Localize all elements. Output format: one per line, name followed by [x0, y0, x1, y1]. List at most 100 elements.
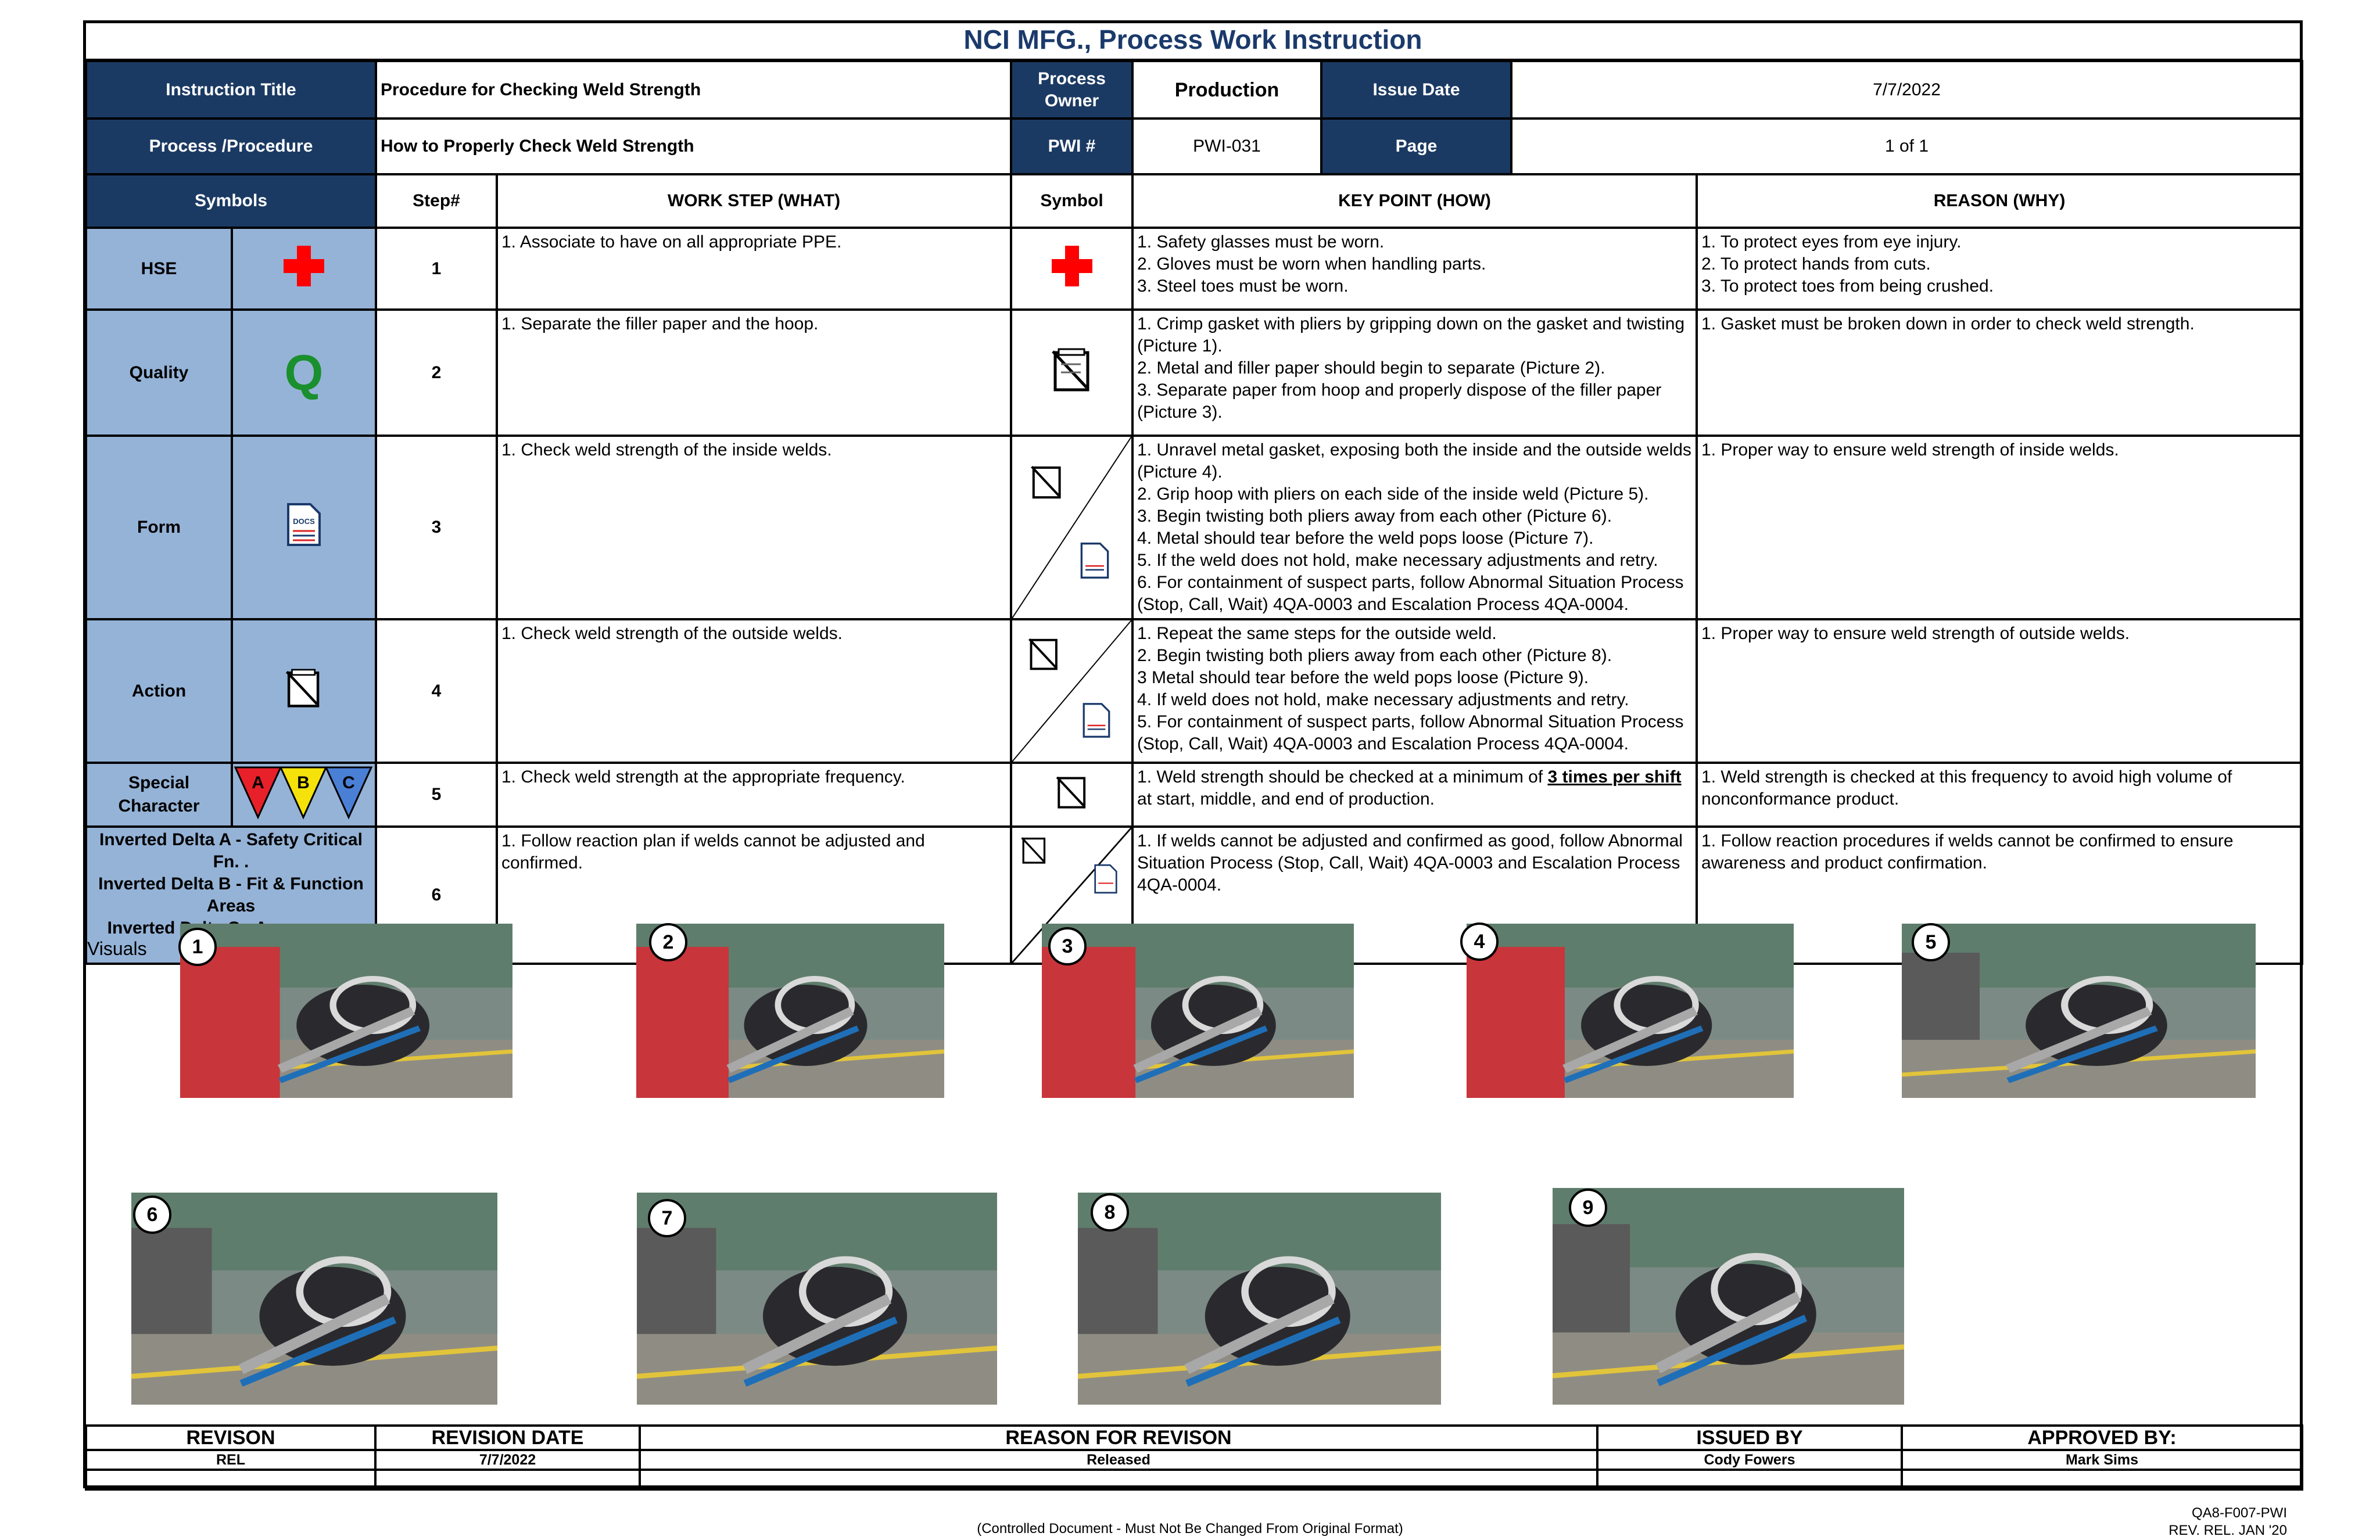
key-point-line: 1. Safety glasses must be worn. — [1137, 232, 1385, 252]
picture-number-badge: 8 — [1091, 1193, 1129, 1232]
pwi-label: PWI # — [1010, 117, 1134, 175]
q-icon: Q — [284, 344, 324, 401]
key-point-line: 2. Metal and filler paper should begin t… — [1137, 358, 1605, 378]
reason-header: REASON (WHY) — [1696, 173, 2304, 229]
picture-number-badge: 3 — [1048, 927, 1087, 965]
pwi-number: PWI-031 — [1131, 117, 1323, 175]
instruction-title-label: Instruction Title — [85, 60, 377, 120]
revision-empty-cell — [1596, 1469, 1903, 1491]
step-row: Special Character A B C 5 1. Check weld … — [85, 762, 2304, 828]
key-point-line: 3. Separate paper from hoop and properly… — [1137, 380, 1662, 422]
hse-symbol — [231, 227, 377, 311]
quality-label: Quality — [85, 308, 233, 437]
page-number: 1 of 1 — [1510, 117, 2304, 175]
page-label: Page — [1320, 117, 1513, 175]
step-symbol — [1010, 308, 1134, 437]
action-symbol — [231, 618, 377, 764]
reason: 1. Gasket must be broken down in order t… — [1696, 308, 2304, 437]
docs-icon: DOCS — [287, 503, 321, 546]
picture-number-badge: 6 — [133, 1196, 171, 1234]
visual-photo — [1078, 1193, 1441, 1405]
step-symbol — [1010, 227, 1134, 311]
visual-photo — [1902, 924, 2256, 1098]
issued-by-value: Cody Fowers — [1596, 1449, 1903, 1471]
visual-photo — [1467, 924, 1794, 1098]
key-point-line: 1. If welds cannot be adjusted and confi… — [1137, 831, 1683, 895]
picture-number-badge: 2 — [649, 923, 687, 961]
reason-line: 2. To protect hands from cuts. — [1701, 254, 1931, 274]
key-point-text: at start, middle, and end of production. — [1137, 789, 1435, 809]
quality-symbol: Q — [231, 308, 377, 437]
key-point-line: 1. Crimp gasket with pliers by gripping … — [1137, 314, 1685, 356]
docs-icon — [1080, 542, 1109, 579]
document-title: NCI MFG., Process Work Instruction — [83, 20, 2303, 61]
reason-line: 1. Weld strength is checked at this freq… — [1701, 767, 2232, 809]
key-point: 1. Repeat the same steps for the outside… — [1131, 618, 1698, 764]
process-label: Process /Procedure — [85, 117, 377, 175]
visual-photo — [180, 924, 512, 1098]
key-point-header: KEY POINT (HOW) — [1131, 173, 1698, 229]
work-step: 1. Check weld strength of the inside wel… — [495, 435, 1013, 620]
docs-icon — [1083, 703, 1110, 738]
reason-line: 1. To protect eyes from eye injury. — [1701, 232, 1962, 252]
reason-line: 1. Gasket must be broken down in order t… — [1701, 314, 2195, 333]
action-icon — [1028, 638, 1058, 670]
form-symbol: DOCS — [231, 435, 377, 620]
step-header: Step# — [375, 173, 498, 229]
controlled-document-note: (Controlled Document - Must Not Be Chang… — [977, 1521, 1403, 1537]
reason-line: 3. To protect toes from being crushed. — [1701, 277, 1994, 296]
action-icon — [1031, 466, 1061, 499]
frequency-highlight: 3 times per shift — [1547, 767, 1682, 787]
instruction-title: Procedure for Checking Weld Strength — [374, 60, 1013, 120]
revision-empty-cell — [374, 1469, 641, 1491]
key-point-line: 3 Metal should tear before the weld pops… — [1137, 668, 1589, 687]
process-owner: Production — [1131, 60, 1323, 120]
revision-date-value: 7/7/2022 — [374, 1449, 641, 1471]
key-point-line: 2. Grip hoop with pliers on each side of… — [1137, 484, 1649, 504]
delta-b-label: B — [297, 773, 310, 792]
hse-label: HSE — [85, 227, 233, 311]
work-step: 1. Check weld strength of the outside we… — [495, 618, 1013, 764]
work-step: 1. Check weld strength at the appropriat… — [495, 762, 1013, 828]
action-icon — [1021, 837, 1046, 864]
special-character-label: Special Character — [85, 762, 233, 828]
special-character-symbol: A B C — [231, 762, 377, 828]
reason-line: 1. Follow reaction procedures if welds c… — [1701, 831, 2234, 873]
reason-line: 1. Proper way to ensure weld strength of… — [1701, 440, 2119, 460]
visual-photo — [636, 924, 944, 1098]
key-point-line: 1. Unravel metal gasket, exposing both t… — [1137, 440, 1691, 482]
step-number: 3 — [375, 435, 498, 620]
revision-empty-cell — [639, 1469, 1598, 1491]
visual-photo — [1042, 924, 1354, 1098]
key-point-line: 2. Begin twisting both pliers away from … — [1137, 646, 1612, 665]
visual-photo — [637, 1193, 997, 1405]
step-symbol — [1010, 435, 1134, 620]
revision-table: REVISON REVISION DATE REASON FOR REVISON… — [85, 1424, 2303, 1491]
symbol-header: Symbol — [1010, 173, 1134, 229]
form-label: Form — [85, 435, 233, 620]
action-label: Action — [85, 618, 233, 764]
key-point-line: 6. For containment of suspect parts, fol… — [1137, 573, 1684, 614]
work-step-header: WORK STEP (WHAT) — [495, 173, 1013, 229]
key-point-line: 3. Begin twisting both pliers away from … — [1137, 507, 1612, 526]
key-point: 1. Unravel metal gasket, exposing both t… — [1131, 435, 1698, 620]
step-row: Quality Q 2 1. Separate the filler paper… — [85, 308, 2304, 437]
key-point-line: 5. For containment of suspect parts, fol… — [1137, 712, 1684, 753]
picture-number-badge: 7 — [648, 1199, 686, 1237]
picture-number-badge: 4 — [1460, 922, 1499, 961]
red-cross-icon — [284, 245, 324, 286]
work-step: 1. Associate to have on all appropriate … — [495, 227, 1013, 311]
reason-for-revision-value: Released — [639, 1449, 1598, 1471]
process-owner-label: Process Owner — [1010, 60, 1134, 120]
key-point-line: 5. If the weld does not hold, make neces… — [1137, 551, 1658, 570]
key-point-text: 1. Weld strength should be checked at a … — [1137, 767, 1548, 787]
picture-number-badge: 1 — [178, 928, 217, 966]
docs-icon — [1094, 864, 1117, 894]
step-number: 4 — [375, 618, 498, 764]
revision-value: REL — [85, 1449, 377, 1471]
revision-empty-cell — [1901, 1469, 2303, 1491]
revision-date-header: REVISION DATE — [374, 1424, 641, 1451]
delta-c-label: C — [342, 773, 355, 792]
work-step: 1. Separate the filler paper and the hoo… — [495, 308, 1013, 437]
picture-number-badge: 9 — [1569, 1189, 1607, 1227]
